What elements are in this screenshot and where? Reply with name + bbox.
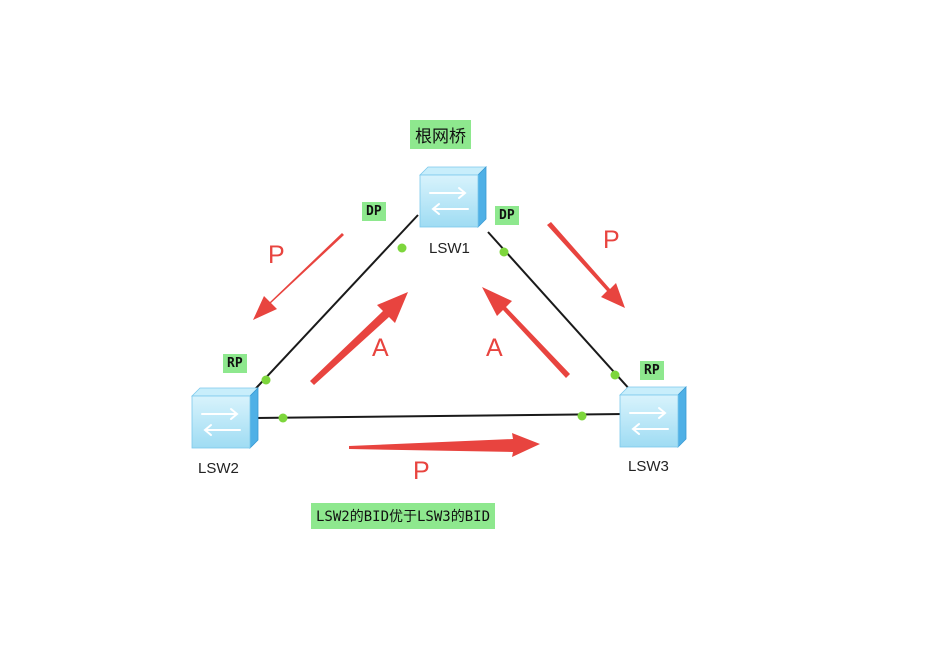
network-switch-icon-lsw1[interactable] — [419, 166, 487, 228]
switch-name-lsw2: LSW2 — [198, 460, 239, 477]
arrow-label-lsw1-to-lsw2: P — [268, 241, 285, 269]
port-role-lsw1-left: DP — [362, 202, 386, 221]
root-bridge-label: 根网桥 — [410, 120, 471, 149]
link-lsw1-lsw3 — [487, 231, 633, 393]
port-dot-lsw2-top — [261, 375, 271, 385]
network-switch-icon-lsw3[interactable] — [619, 386, 687, 448]
port-dot-lsw3-top — [610, 370, 620, 380]
bid-comparison-note: LSW2的BID优于LSW3的BID — [311, 503, 496, 529]
port-dot-lsw1-right — [499, 247, 509, 257]
arrow-lsw2-to-lsw3 — [349, 433, 540, 457]
link-lsw2-lsw3 — [254, 413, 626, 419]
switch-name-lsw3: LSW3 — [628, 458, 669, 475]
arrow-label-lsw2-to-lsw3: P — [413, 457, 430, 485]
port-role-lsw3-top: RP — [640, 361, 664, 380]
arrow-lsw2-to-lsw1 — [310, 292, 408, 385]
arrow-lsw1-to-lsw3 — [547, 222, 625, 308]
switch-name-lsw1: LSW1 — [429, 240, 470, 257]
port-dot-lsw1-left — [397, 243, 407, 253]
arrow-label-lsw2-to-lsw1: A — [372, 334, 389, 362]
port-role-lsw1-right: DP — [495, 206, 519, 225]
arrow-label-lsw3-to-lsw1: A — [486, 334, 503, 362]
arrow-lsw1-to-lsw2 — [253, 233, 344, 320]
arrow-lsw3-to-lsw1 — [482, 287, 570, 378]
arrow-label-lsw1-to-lsw3: P — [603, 226, 620, 254]
network-switch-icon-lsw2[interactable] — [191, 387, 259, 449]
port-role-lsw2-top: RP — [223, 354, 247, 373]
port-dot-lsw3-left — [577, 411, 587, 421]
port-dot-lsw2-right — [278, 413, 288, 423]
link-lsw1-lsw2 — [244, 214, 419, 401]
